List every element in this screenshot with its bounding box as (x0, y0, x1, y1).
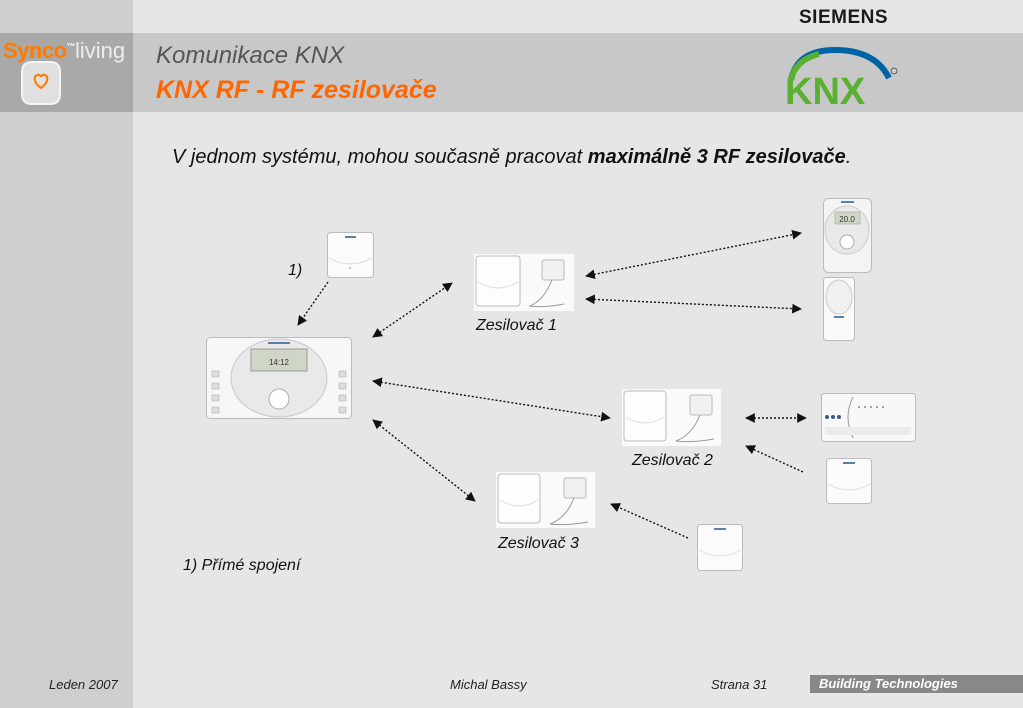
room-sensor-3 (697, 524, 743, 571)
svg-text:20.0: 20.0 (839, 215, 855, 224)
synco-living-text: living (75, 38, 126, 63)
central-unit: 14:12 (206, 337, 352, 419)
direct-marker: 1) (288, 262, 303, 279)
link-central-rep2 (372, 377, 611, 422)
synco-heart-icon (21, 61, 61, 105)
link-sensor-central (297, 281, 329, 326)
link-rep1-sensor (585, 294, 802, 314)
link-sensor-rep3 (610, 503, 689, 539)
repeater-1-label: Zesilovač 1 (476, 317, 557, 334)
siemens-logo: SIEMENS (799, 7, 889, 28)
header-band (133, 33, 1023, 112)
floor-heating-controller (821, 393, 916, 442)
room-sensor-2 (826, 458, 872, 504)
link-rep1-thermostat (585, 229, 802, 280)
link-central-rep3 (372, 419, 476, 502)
svg-text:14:12: 14:12 (269, 358, 290, 367)
repeater-1-device (474, 254, 574, 311)
link-sensor-rep2 (745, 445, 804, 473)
repeater-2-device (622, 389, 721, 446)
synco-logo: Synco™ (3, 38, 76, 63)
footer-division: Building Technologies (810, 675, 1023, 693)
room-thermostat: 20.0 (823, 198, 872, 273)
page-title: Komunikace KNX (156, 42, 345, 69)
link-central-rep1 (372, 282, 453, 338)
left-sidebar (0, 0, 133, 708)
top-strip (133, 0, 1023, 33)
page-subtitle: KNX RF - RF zesilovače (156, 76, 437, 104)
knx-logo: KNX (785, 46, 898, 108)
wireless-sensor (823, 277, 855, 341)
footer-author: Michal Bassy (450, 677, 527, 692)
footnote: 1) Přímé spojení (183, 557, 301, 574)
repeater-3-device (496, 472, 595, 528)
repeater-2-label: Zesilovač 2 (632, 452, 713, 469)
room-sensor-direct (327, 232, 374, 278)
footer-date: Leden 2007 (49, 677, 118, 692)
footer-page: Strana 31 (711, 677, 768, 692)
intro-sentence: V jednom systému, mohou současně pracova… (172, 146, 852, 168)
svg-text:KNX: KNX (785, 71, 866, 108)
repeater-3-label: Zesilovač 3 (498, 535, 579, 552)
